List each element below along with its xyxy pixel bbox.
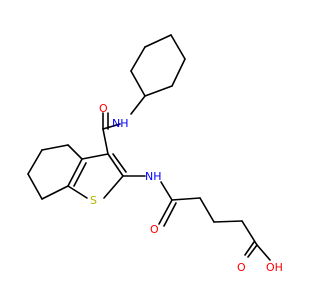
bond <box>27 149 43 175</box>
nh-top-label: NH <box>112 117 129 130</box>
bond <box>144 34 172 48</box>
bond <box>41 185 69 200</box>
nh-bottom-label: NH <box>145 170 162 183</box>
bond <box>241 220 258 246</box>
thiophene-ring <box>67 153 127 199</box>
bond <box>158 199 173 225</box>
bond <box>73 162 87 187</box>
bond <box>160 181 173 201</box>
structure-diagram: NH O NH O S O OH <box>27 34 283 274</box>
bond <box>67 158 83 187</box>
cyclohexene-ring <box>27 144 83 200</box>
bond <box>81 153 109 160</box>
bond <box>144 85 173 97</box>
bond <box>247 244 258 258</box>
bond <box>103 175 124 199</box>
bond <box>244 241 255 256</box>
bond <box>102 128 109 155</box>
molecule-canvas: NH O NH O S O OH <box>27 34 283 274</box>
sulfur-label: S <box>90 194 97 207</box>
bond <box>130 95 146 115</box>
bond <box>171 58 186 87</box>
bond <box>199 197 215 223</box>
o-bottom-label: O <box>150 223 159 236</box>
bond <box>107 153 124 177</box>
bond <box>130 46 146 72</box>
oh-acid-label: OH <box>266 261 283 274</box>
bond <box>102 123 121 130</box>
cyclohexyl-ring <box>130 34 186 97</box>
bond <box>171 197 201 201</box>
bond <box>67 185 88 199</box>
bond <box>213 220 243 223</box>
bond <box>130 70 146 97</box>
bond <box>41 144 69 151</box>
bond <box>170 34 186 60</box>
bond <box>163 202 177 227</box>
bond <box>27 173 43 200</box>
bond <box>112 153 127 173</box>
o-acid-label: O <box>237 261 246 274</box>
o-top-label: O <box>99 102 108 115</box>
bond <box>67 144 83 160</box>
bond <box>256 244 271 261</box>
